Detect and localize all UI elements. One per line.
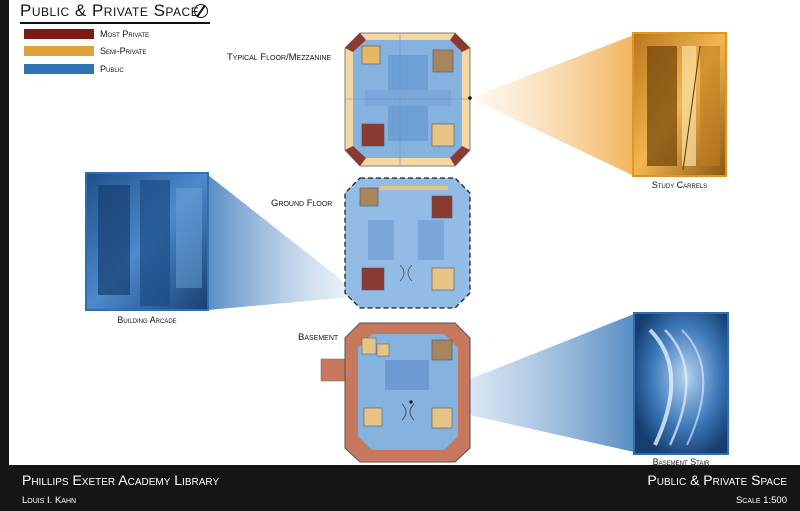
legend-label: Semi-Private (100, 46, 147, 56)
footer-sheet-title: Public & Private Space (647, 472, 787, 488)
legend-swatch (24, 64, 94, 74)
label-typical-floor: Typical Floor/Mezzanine (227, 52, 332, 63)
left-frame-bar (0, 0, 9, 511)
projection-beam-arcade (208, 175, 362, 310)
caption-study-carrels: Study Carrels (651, 180, 708, 190)
footer-project-title: Phillips Exeter Academy Library (22, 472, 220, 488)
basement-stair-photo (633, 312, 729, 455)
typical-floor-plan (344, 32, 472, 167)
legend-label: Public (100, 64, 124, 74)
caption-building-arcade: Building Arcade (117, 315, 177, 325)
footer-architect: Louis I. Kahn (22, 495, 77, 506)
legend-item-semi-private: Semi-Private (24, 45, 146, 57)
legend-swatch (24, 46, 94, 56)
ground-floor-plan (344, 177, 471, 309)
title-underline (20, 22, 210, 24)
label-basement: Basement (298, 332, 339, 343)
label-ground-floor: Ground Floor (271, 198, 333, 209)
legend-swatch (24, 29, 94, 39)
building-arcade-photo (85, 172, 209, 311)
legend-label: Most Private (100, 29, 150, 39)
basement-plan (320, 322, 471, 463)
legend-item-public: Public (24, 63, 124, 75)
footer-bar: Phillips Exeter Academy Library Louis I.… (9, 465, 800, 511)
caption-basement-stair: Basement Stair (652, 457, 710, 467)
footer-scale: Scale 1:500 (735, 495, 787, 506)
north-arrow-icon (194, 4, 208, 18)
projection-beam-carrels (470, 35, 634, 176)
sheet-title: Public & Private Space (20, 1, 200, 20)
study-carrels-photo (632, 32, 727, 177)
projection-beam-stair (412, 314, 634, 452)
legend-item-most-private: Most Private (24, 28, 149, 40)
